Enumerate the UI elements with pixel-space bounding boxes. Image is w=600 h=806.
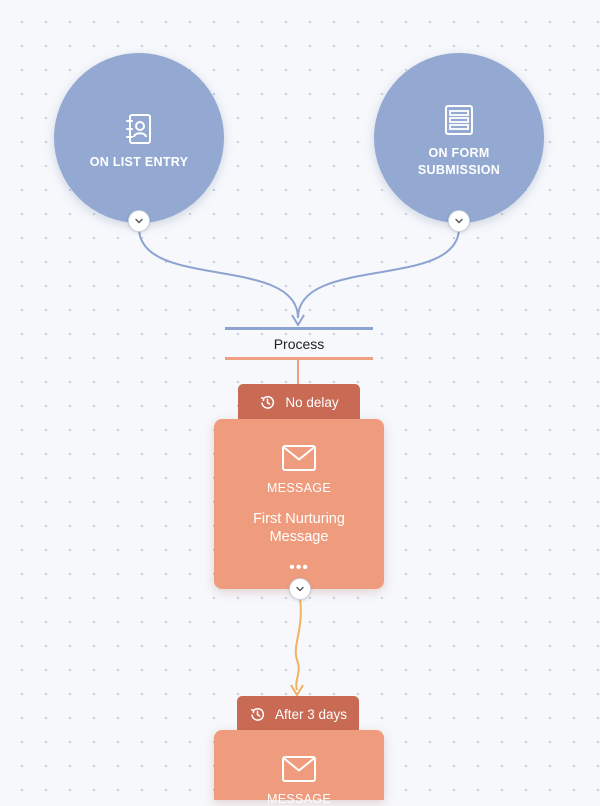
connector-arrow-orange <box>290 684 304 696</box>
chevron-down-icon <box>135 218 143 224</box>
message-card-step-1[interactable]: MESSAGE First Nurturing Message ••• <box>214 419 384 589</box>
connector-step1-step2 <box>294 597 302 691</box>
expand-trigger-form-submission-button[interactable] <box>448 210 470 232</box>
delay-label: No delay <box>285 394 339 410</box>
message-type-label: MESSAGE <box>267 792 331 806</box>
process-node-label[interactable]: Process <box>273 336 325 352</box>
envelope-icon <box>282 756 316 782</box>
trigger-on-list-entry[interactable]: ON LIST ENTRY <box>54 53 224 223</box>
process-divider-bottom <box>225 357 373 360</box>
trigger-label: ON FORM SUBMISSION <box>417 146 501 177</box>
more-options-button[interactable]: ••• <box>289 559 309 576</box>
connector-form-submission <box>297 227 460 319</box>
trigger-label: ON LIST ENTRY <box>89 154 189 169</box>
chevron-down-icon <box>296 586 304 592</box>
trigger-on-form-submission[interactable]: ON FORM SUBMISSION <box>374 53 544 223</box>
contact-book-icon <box>126 113 151 144</box>
envelope-icon <box>282 445 316 471</box>
history-clock-icon <box>261 395 275 409</box>
expand-trigger-list-entry-button[interactable] <box>128 210 150 232</box>
connector-list-entry <box>138 227 299 319</box>
process-divider-top <box>225 327 373 330</box>
delay-tab-step-1[interactable]: No delay <box>238 384 360 420</box>
delay-tab-step-2[interactable]: After 3 days <box>237 696 359 732</box>
message-type-label: MESSAGE <box>267 481 331 495</box>
message-card-step-2[interactable]: MESSAGE <box>214 730 384 806</box>
form-icon <box>445 105 473 135</box>
chevron-down-icon <box>455 218 463 224</box>
connector-arrow <box>291 314 305 326</box>
message-name: First Nurturing Message <box>253 511 345 545</box>
expand-step-1-button[interactable] <box>289 578 311 600</box>
history-clock-icon <box>250 707 265 721</box>
delay-label: After 3 days <box>274 706 348 722</box>
